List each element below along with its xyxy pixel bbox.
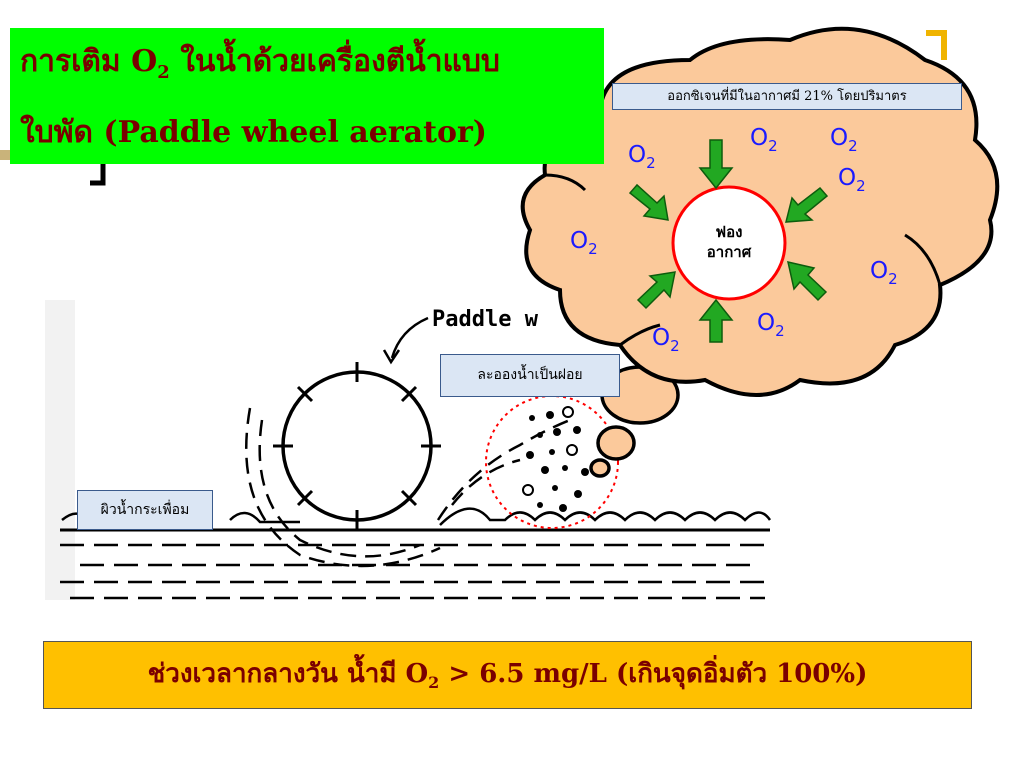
o2-label: O2 [652, 325, 680, 355]
title-line-1-post: ในน้ำด้วยเครื่องตีน้ำแบบ [169, 44, 500, 79]
spray-label: ละอองน้ำเป็นฝอย [440, 354, 620, 397]
footer-sub: 2 [428, 673, 440, 693]
arrow-lower-left [636, 271, 676, 310]
o2-label: O2 [838, 165, 866, 195]
o2-label: O2 [830, 125, 858, 155]
surface-label: ผิวน้ำกระเพื่อม [77, 490, 213, 530]
footer-post: > 6.5 mg/L (เกินจุดอิ่มตัว 100%) [439, 659, 868, 689]
o2-label: O2 [628, 142, 656, 172]
air-bubble [671, 185, 787, 301]
paddle-blades [273, 362, 441, 530]
arrow-upper-right [785, 186, 829, 223]
motion-lines [244, 407, 571, 568]
decor-bracket-left [90, 162, 106, 186]
slide-title: การเติม O2 ในน้ำด้วยเครื่องตีน้ำแบบ ใบพั… [10, 28, 604, 164]
paddle-pointer-arrow [390, 316, 429, 359]
arrow-top [698, 139, 734, 190]
title-line-1-sub: 2 [157, 62, 170, 83]
oxygen-labels: O2 O2 O2 O2 O2 O2 O2 O2 [570, 125, 898, 355]
thought-bubbles [589, 365, 680, 478]
oxygen-arrows [628, 139, 829, 343]
paddle-label: Paddle w [432, 307, 539, 332]
o2-label: O2 [757, 310, 785, 340]
paddle-pointer-head [382, 349, 401, 365]
water-dashes [60, 543, 770, 600]
o2-label: O2 [570, 228, 598, 258]
arrow-upper-left [628, 183, 669, 221]
o2-label: O2 [870, 258, 898, 288]
title-line-2: ใบพัด (Paddle wheel aerator) [20, 115, 487, 150]
arrow-bottom [698, 298, 734, 343]
o2-label: O2 [750, 125, 778, 155]
spray-droplets [522, 406, 589, 512]
footer-pre: ช่วงเวลากลางวัน น้ำมี O [147, 659, 429, 689]
decor-bracket-top-right [926, 30, 947, 60]
title-line-1-pre: การเติม O [20, 44, 158, 79]
daytime-oxygen-note: ช่วงเวลากลางวัน น้ำมี O2 > 6.5 mg/L (เกิ… [43, 641, 972, 709]
air-bubble-label-line2: อากาศ [707, 243, 752, 261]
figure-left-shade [45, 300, 75, 600]
title-line-1: การเติม O2 ในน้ำด้วยเครื่องตีน้ำแบบ [20, 32, 594, 103]
water-surface [60, 507, 772, 532]
arrow-lower-right [787, 261, 828, 302]
air-oxygen-label: ออกซิเจนที่มีในอากาศมี 21% โดยปริมาตร [612, 83, 962, 110]
air-bubble-label-line1: ฟอง [716, 223, 743, 241]
